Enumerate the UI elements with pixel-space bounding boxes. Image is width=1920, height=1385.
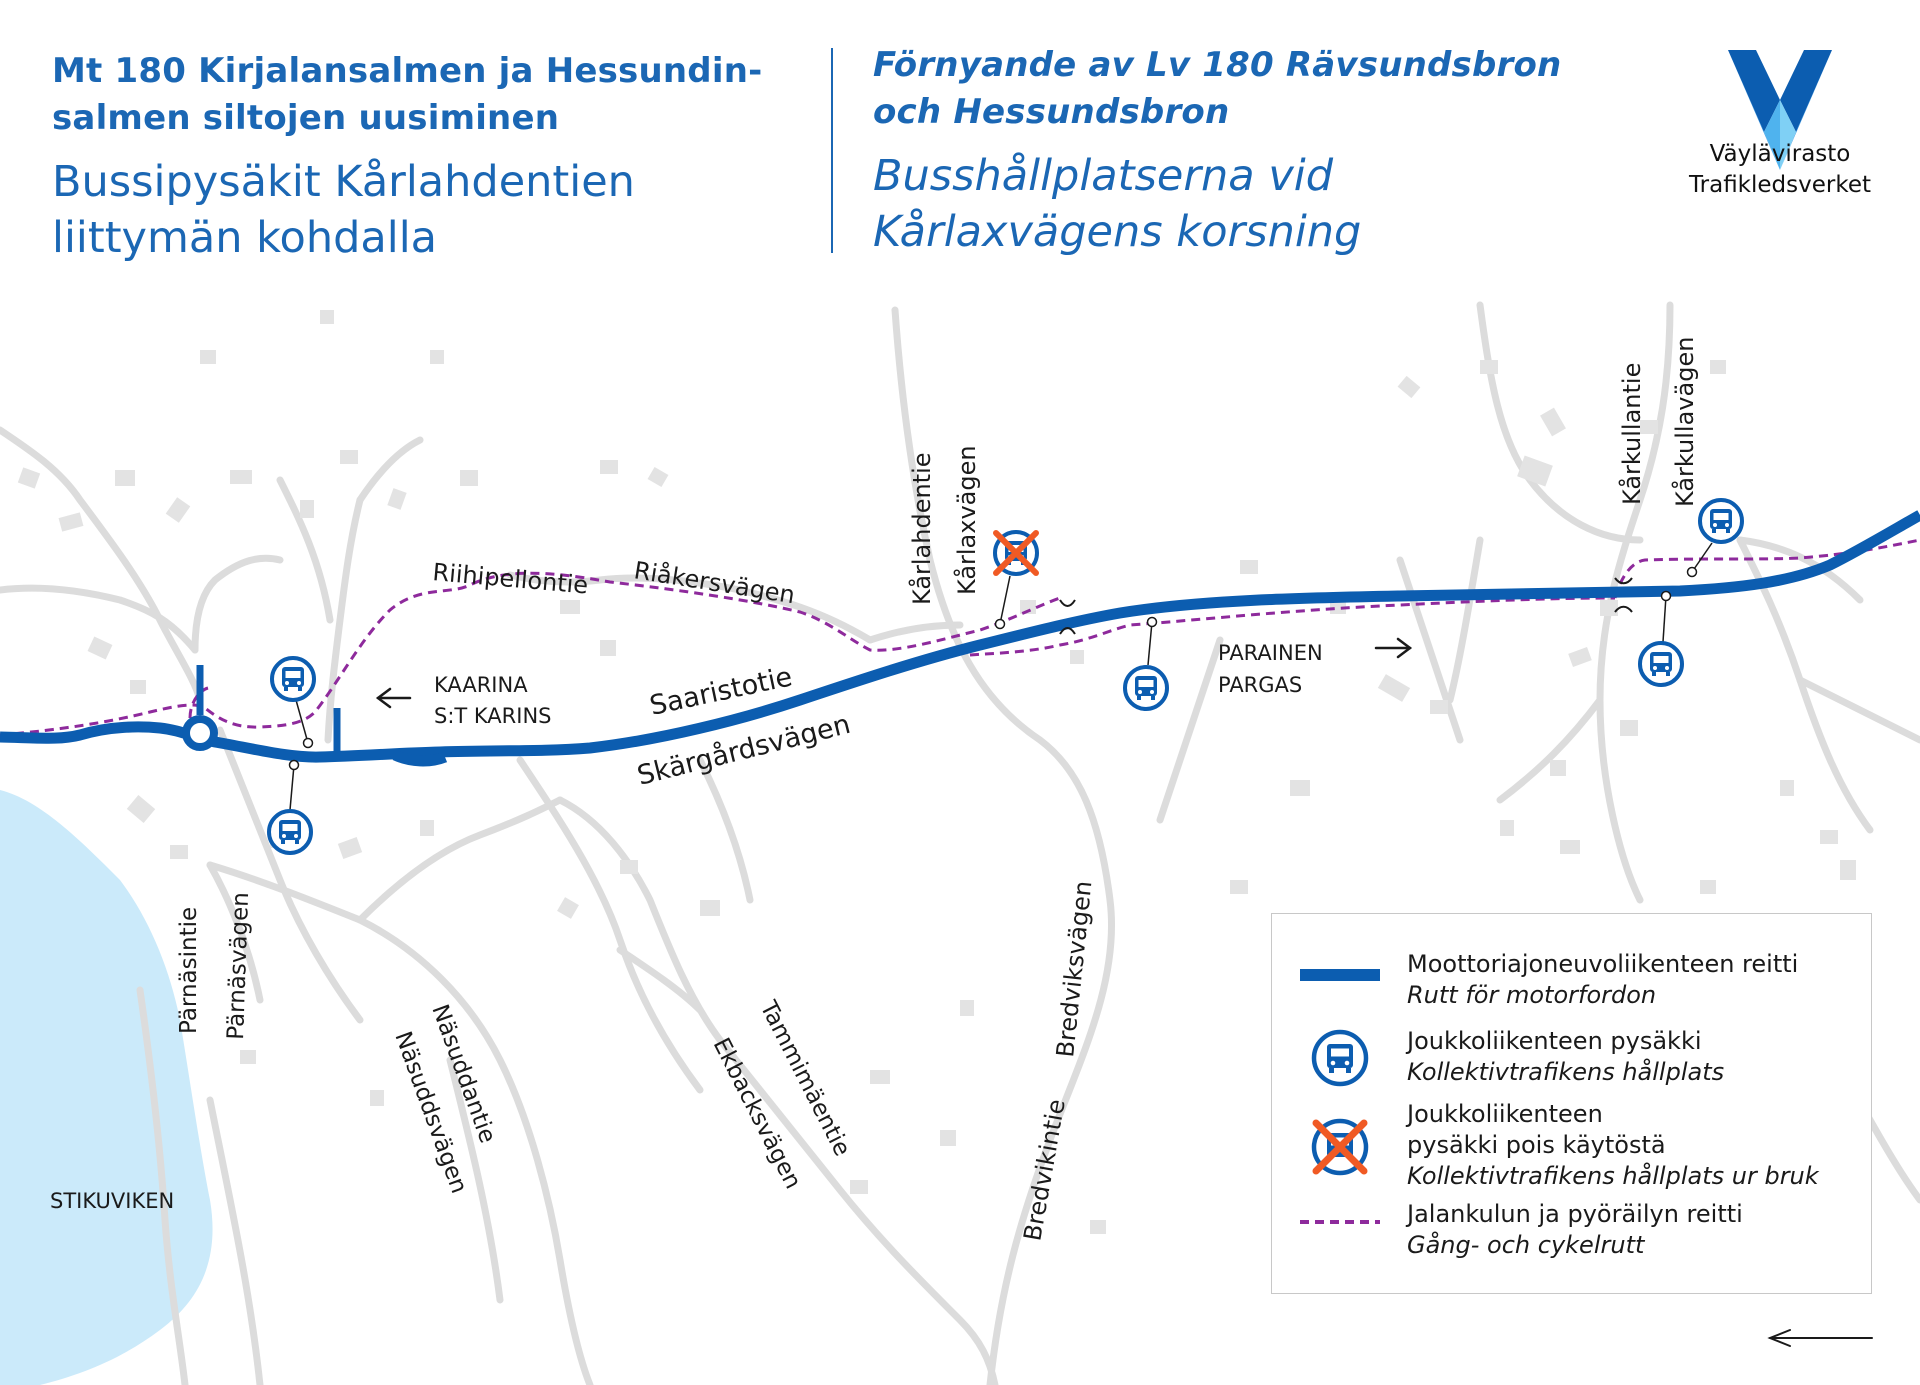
legend-closed-fi-1: Joukkoliikenteen (1407, 1100, 1603, 1128)
bus-stop-icon (1638, 641, 1684, 687)
bus-stop-west-south[interactable] (267, 759, 313, 855)
bus-stop-icon (270, 656, 316, 702)
label-st-karins: S:T KARINS (434, 704, 552, 728)
logo-text-fi: Väylävirasto (1709, 141, 1851, 167)
bus-stop-karlax-south[interactable] (1123, 616, 1169, 711)
header-divider (831, 48, 833, 253)
bridge-marker-west (1059, 599, 1076, 635)
label-stikuviken: STIKUVIKEN (50, 1189, 174, 1213)
bus-stop-icon (267, 809, 313, 855)
closed-bus-stop-icon (1311, 1118, 1369, 1176)
label-karkullantie: Kårkullantie (1617, 363, 1646, 505)
walk-cycle-route-roundabout (188, 686, 209, 719)
motor-route-lane-bump (392, 749, 448, 767)
subtitle-sv-line2: Kårlaxvägens korsning (873, 207, 1362, 257)
legend-closed-fi-2: pysäkki pois käytöstä (1407, 1131, 1666, 1159)
walk-cycle-route-south (969, 596, 1616, 657)
water-stikuviken (0, 790, 213, 1385)
bus-stop-icon (1698, 498, 1744, 544)
title-fi-line2: salmen siltojen uusiminen (52, 98, 560, 138)
label-karlaxvagen: Kårlaxvägen (952, 445, 981, 595)
north-arrow (1767, 1329, 1873, 1347)
logo-text-sv: Trafikledsverket (1688, 172, 1872, 198)
legend-stop-fi: Joukkoliikenteen pysäkki (1407, 1027, 1702, 1055)
title-sv-line1: Förnyande av Lv 180 Rävsundsbron (873, 45, 1562, 85)
bus-stop-west-north[interactable] (270, 656, 316, 749)
label-parainen: PARAINEN (1218, 641, 1323, 665)
subtitle-swedish: Busshållplatserna vid Kårlaxvägens korsn… (873, 148, 1633, 260)
subtitle-fi-line2: liittymän kohdalla (52, 213, 437, 263)
label-karkullavagen: Kårkullavägen (1670, 337, 1699, 507)
roundabout (182, 715, 218, 751)
legend-motor-fi: Moottoriajoneuvoliikenteen reitti (1407, 950, 1799, 978)
label-pargas: PARGAS (1218, 673, 1302, 697)
title-finnish: Mt 180 Kirjalansalmen ja Hessundin- salm… (52, 48, 812, 142)
legend-closed-sv: Kollektivtrafikens hållplats ur bruk (1407, 1162, 1819, 1190)
bus-stop-icon (1311, 1029, 1369, 1087)
label-bredvikintie: Bredvikintie (1018, 1097, 1070, 1243)
subtitle-finnish: Bussipysäkit Kårlahdentien liittymän koh… (52, 154, 812, 266)
buildings (17, 310, 1856, 1234)
bus-stop-karkulla-north[interactable] (1686, 498, 1744, 578)
bridge-marker-east (1614, 577, 1633, 613)
motor-route-swatch (1300, 969, 1380, 981)
vaylavirasto-logo-icon (1728, 50, 1832, 170)
legend-walk-sv: Gång- och cykelrutt (1407, 1231, 1645, 1259)
label-parnasvagen: Pärnäsvägen (223, 892, 254, 1040)
closed-cross-icon (993, 530, 1039, 576)
walk-route-swatch (1300, 1220, 1380, 1224)
legend: Moottoriajoneuvoliikenteen reitti Rutt f… (1271, 913, 1872, 1294)
label-karlahdentie: Kårlahdentie (907, 452, 936, 605)
legend-motor-sv: Rutt för motorfordon (1407, 981, 1657, 1009)
legend-stop-sv: Kollektivtrafikens hållplats (1407, 1058, 1725, 1086)
arrow-left-kaarina (375, 687, 412, 709)
title-fi-line1: Mt 180 Kirjalansalmen ja Hessundin- (52, 51, 763, 91)
subtitle-sv-line1: Busshållplatserna vid (873, 151, 1334, 201)
label-kaarina: KAARINA (434, 673, 528, 697)
title-swedish: Förnyande av Lv 180 Rävsundsbron och Hes… (873, 42, 1633, 136)
arrow-right-parainen (1374, 637, 1413, 659)
title-sv-line2: och Hessundsbron (873, 92, 1230, 132)
label-parnasintie: Pärnäsintie (176, 907, 202, 1034)
label-riakersvagen: Riåkersvägen (632, 555, 797, 609)
bus-stop-closed-karlax[interactable] (993, 530, 1039, 630)
legend-walk-fi: Jalankulun ja pyöräilyn reitti (1407, 1200, 1743, 1228)
subtitle-fi-line1: Bussipysäkit Kårlahdentien (52, 157, 635, 207)
bus-stop-karkulla-south[interactable] (1638, 590, 1684, 687)
bus-stop-icon (1123, 665, 1169, 711)
label-riihipellontie: Riihipellontie (431, 558, 589, 599)
